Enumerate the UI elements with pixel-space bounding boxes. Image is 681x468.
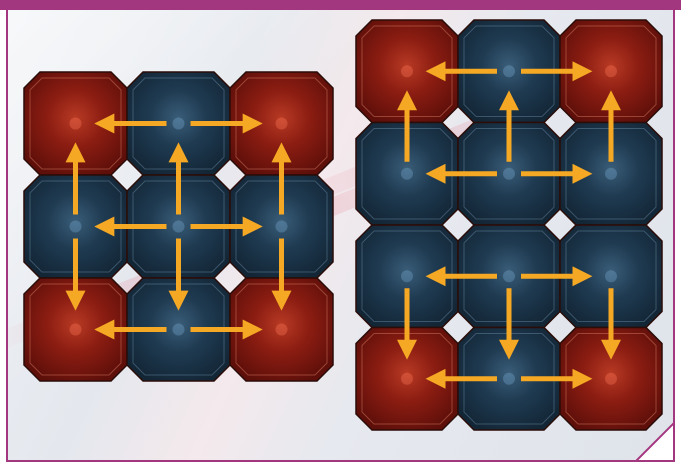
game-board-3x3 [24,72,333,381]
game-board-3x4 [356,20,662,430]
